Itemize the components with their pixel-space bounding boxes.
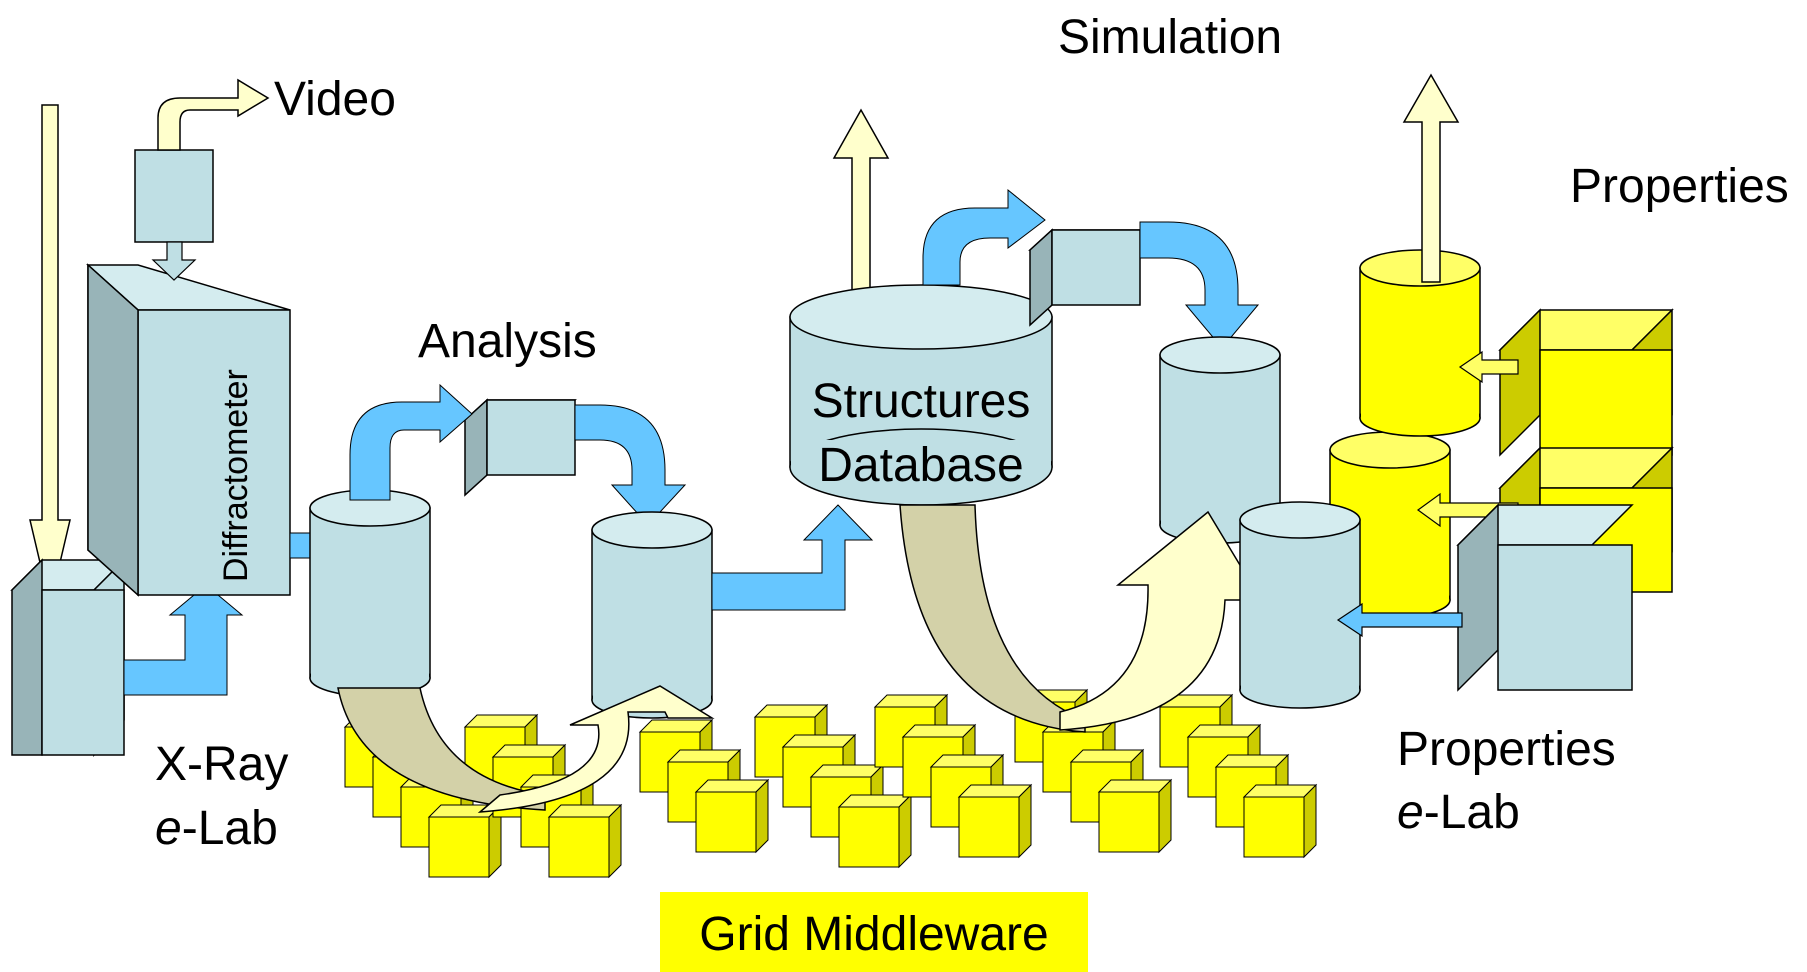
xray-source-arrow xyxy=(29,104,71,606)
xray-to-diffractometer-arrow xyxy=(123,584,244,696)
grid-offload-arrow-left-tan xyxy=(337,687,546,811)
property-instrument-1 xyxy=(1498,308,1674,457)
simulation-processor xyxy=(1029,229,1141,326)
grid-middleware-label-bg xyxy=(660,892,1088,972)
video-camera-box xyxy=(134,149,214,243)
data-to-analysis-arrow xyxy=(349,383,473,501)
xray-elab-label-line2: e-Lab xyxy=(155,802,278,855)
properties-elab-label-line2: e-Lab xyxy=(1397,786,1520,839)
structures-database xyxy=(789,284,1053,506)
structures-database-label-line2: Database xyxy=(818,439,1023,492)
diffractometer-label: Diffractometer xyxy=(217,369,255,582)
instrument1-to-store-arrow xyxy=(1458,350,1519,384)
properties-store-upper xyxy=(1359,249,1481,437)
analysis-label: Analysis xyxy=(418,315,597,368)
raw-data-store xyxy=(309,489,431,697)
analysis-to-results-arrow xyxy=(574,404,687,526)
xray-source-box xyxy=(10,558,126,758)
camera-to-diffractometer-arrow xyxy=(151,241,197,281)
results-to-database-arrow xyxy=(711,504,874,611)
grid-middleware-label: Grid Middleware xyxy=(699,908,1048,961)
analysis-processor xyxy=(464,399,576,496)
simulation-to-store-arrow xyxy=(1139,221,1260,349)
instrument3-to-store-arrow xyxy=(1336,602,1463,638)
database-to-simulation-arrow xyxy=(922,188,1046,286)
diffractometer xyxy=(86,263,291,597)
structures-database-label-line1: Structures xyxy=(812,375,1031,428)
grid-return-arrow-left-cream xyxy=(477,685,715,813)
video-output-arrow xyxy=(157,78,270,151)
simulation-label: Simulation xyxy=(1058,11,1282,64)
properties-elab-label-line1: Properties xyxy=(1397,723,1616,776)
property-instrument-3 xyxy=(1456,503,1634,692)
properties-output-label: Properties xyxy=(1570,160,1789,213)
grid-offload-arrow-right-tan xyxy=(899,504,1086,733)
grid-cluster-2 xyxy=(639,694,1032,868)
analysis-results-store xyxy=(591,511,713,719)
database-output-arrow xyxy=(832,108,890,316)
properties-data-store xyxy=(1239,501,1361,709)
video-label: Video xyxy=(274,73,396,126)
xray-elab-label-line1: X-Ray xyxy=(155,738,288,791)
properties-output-arrow xyxy=(1402,73,1460,283)
